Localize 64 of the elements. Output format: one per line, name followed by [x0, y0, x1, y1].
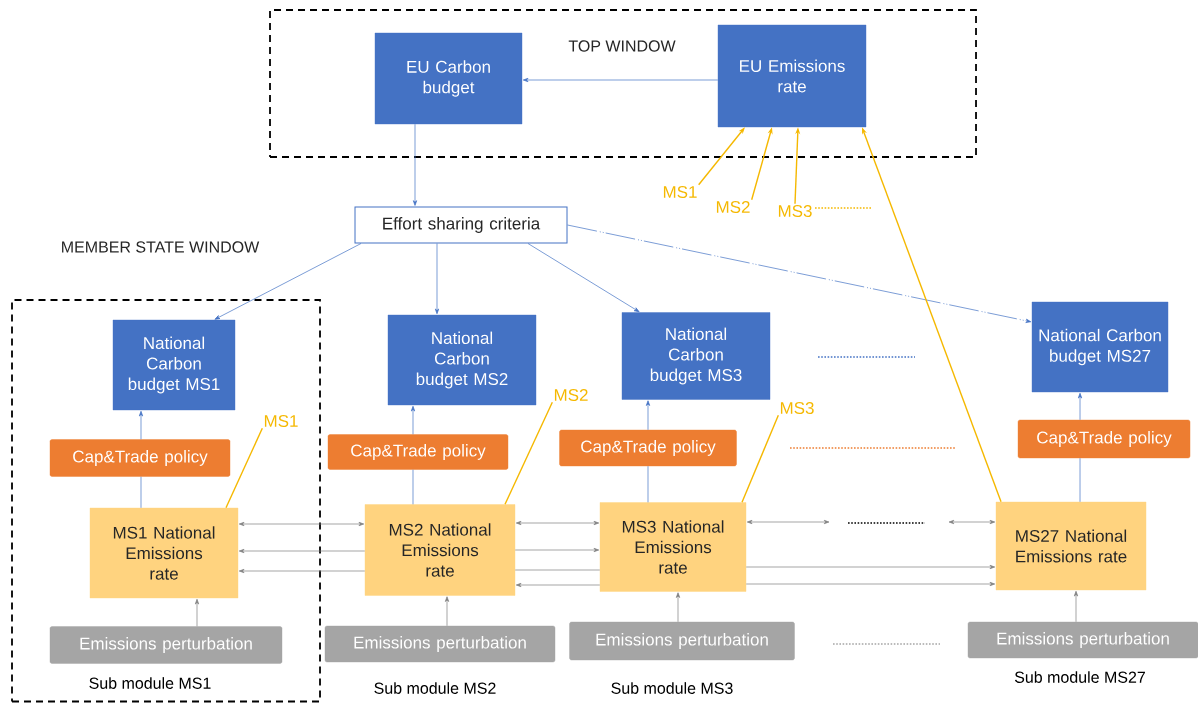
module-caption: Sub module MS27 — [1014, 671, 1145, 683]
connector-line — [412, 469, 414, 505]
arrow — [412, 123, 418, 206]
budget-box: EU Emissions rate — [717, 24, 867, 128]
ms-label: MS3 — [780, 402, 814, 415]
arrow — [522, 77, 719, 83]
emissions-rate-box: MS3 National Emissions rate — [599, 502, 747, 592]
arrow — [410, 405, 416, 435]
arrow — [238, 521, 365, 527]
arrow — [138, 410, 144, 440]
arrow — [1077, 392, 1083, 421]
arrow — [746, 519, 830, 525]
module-caption: Sub module MS1 — [89, 677, 211, 689]
connector-line — [1079, 457, 1081, 503]
budget-box: EU Carbon budget — [374, 32, 523, 125]
arrow — [238, 548, 366, 554]
connector-line — [514, 569, 601, 571]
budget-box: National Carbon budget MS27 — [1031, 301, 1169, 393]
policy-box: Cap&Trade policy — [1017, 419, 1191, 459]
perturbation-box: Emissions perturbation — [49, 626, 283, 664]
module-caption: Sub module MS3 — [611, 682, 733, 694]
ms-label: MS3 — [778, 205, 812, 218]
arrow — [527, 243, 640, 313]
arrow — [745, 564, 996, 570]
perturbation-box: Emissions perturbation — [967, 621, 1198, 659]
ms-label: MS1 — [264, 415, 298, 428]
arrow — [1073, 590, 1079, 623]
arrow — [745, 581, 996, 587]
policy-box: Cap&Trade policy — [49, 439, 231, 477]
policy-box: Cap&Trade policy — [559, 429, 737, 467]
arrow — [434, 243, 440, 315]
budget-box: National Carbon budget MS2 — [387, 314, 537, 406]
arrow — [515, 582, 601, 588]
window-heading: TOP WINDOW — [568, 40, 676, 52]
module-caption: Sub module MS2 — [374, 682, 496, 694]
window-heading: MEMBER STATE WINDOW — [62, 241, 260, 253]
perturbation-box: Emissions perturbation — [569, 621, 795, 661]
arrow — [514, 547, 600, 553]
ms-label: MS1 — [663, 186, 697, 199]
arrow — [194, 598, 200, 627]
connector-line — [140, 476, 142, 509]
connector-line — [741, 414, 780, 503]
criteria-box: Effort sharing criteria — [354, 206, 568, 244]
ms-label: MS2 — [554, 389, 588, 402]
connector-line — [647, 465, 649, 503]
arrow — [948, 519, 996, 525]
connector-line — [504, 401, 554, 505]
arrow — [645, 400, 651, 431]
emissions-rate-box: MS2 National Emissions rate — [364, 504, 516, 596]
arrow — [238, 568, 366, 574]
arrow — [214, 243, 362, 320]
policy-box: Cap&Trade policy — [327, 434, 509, 470]
ms-label: MS2 — [716, 201, 750, 214]
emissions-rate-box: MS27 National Emissions rate — [995, 501, 1147, 591]
budget-box: National Carbon budget MS1 — [112, 319, 236, 411]
arrow — [567, 224, 1032, 323]
arrow — [444, 596, 450, 627]
arrow — [515, 520, 600, 526]
budget-box: National Carbon budget MS3 — [621, 312, 771, 400]
arrow — [675, 592, 681, 623]
perturbation-box: Emissions perturbation — [324, 625, 556, 663]
emissions-rate-box: MS1 National Emissions rate — [89, 507, 239, 599]
arrow — [698, 127, 745, 186]
connector-line — [225, 427, 264, 509]
